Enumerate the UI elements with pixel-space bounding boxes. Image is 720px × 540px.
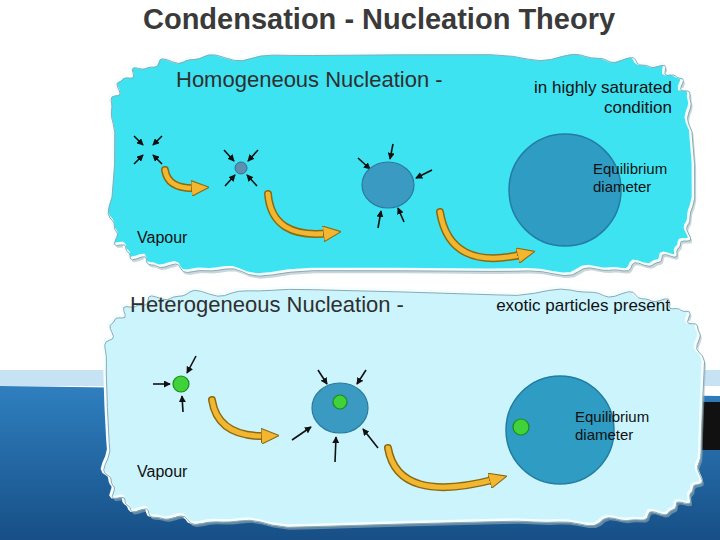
equilibrium-droplet: Equilibrium diameter bbox=[505, 375, 675, 485]
vapour-arrow bbox=[153, 383, 170, 385]
growth-arrow-outline bbox=[268, 194, 330, 234]
nucleation-panel: Heterogeneous Nucleation - exotic particl… bbox=[95, 280, 710, 532]
growth-arrow bbox=[212, 400, 268, 436]
foreign-particle bbox=[173, 376, 189, 392]
droplet bbox=[362, 162, 414, 208]
slide-title: Condensation - Nucleation Theory bbox=[143, 2, 615, 37]
growth-arrow bbox=[165, 170, 198, 188]
vapour-arrow bbox=[292, 427, 311, 440]
vapour-arrow bbox=[398, 208, 404, 222]
vapour-label: Vapour bbox=[137, 228, 187, 247]
cloud-fill bbox=[102, 288, 703, 526]
section-heading: Heterogeneous Nucleation - bbox=[130, 292, 404, 318]
light-band bbox=[0, 370, 720, 386]
equilibrium-droplet: Equilibrium diameter bbox=[507, 132, 677, 248]
cloud-rim bbox=[108, 54, 695, 276]
vapour-arrow bbox=[390, 144, 393, 159]
section-heading: Homogeneous Nucleation - bbox=[176, 67, 443, 93]
vapour-arrow bbox=[378, 211, 381, 228]
vapour-arrow bbox=[134, 155, 143, 164]
equilibrium-label: Equilibrium diameter bbox=[575, 408, 649, 444]
vapour-arrow bbox=[224, 150, 234, 161]
dark-block bbox=[698, 402, 720, 450]
vapour-arrow bbox=[182, 396, 183, 412]
vapour-arrow bbox=[318, 370, 327, 384]
vapour-arrow bbox=[357, 370, 366, 384]
section-subheading: in highly saturated condition bbox=[492, 78, 672, 119]
growth-arrow-outline bbox=[165, 170, 198, 188]
vapour-arrow bbox=[335, 437, 336, 462]
cloud-shadow bbox=[105, 292, 706, 530]
vapour-label: Vapour bbox=[137, 462, 187, 481]
vapour-arrow bbox=[153, 155, 162, 164]
vapour-arrow bbox=[358, 158, 370, 169]
growth-arrow bbox=[268, 194, 330, 234]
cloud-rim bbox=[104, 289, 705, 527]
equilibrium-label: Equilibrium diameter bbox=[593, 160, 667, 196]
droplet-outline bbox=[507, 132, 677, 248]
growth-arrow bbox=[388, 448, 496, 487]
growth-arrow-outline bbox=[388, 448, 496, 487]
vapour-arrow bbox=[248, 150, 258, 161]
vapour-arrow bbox=[187, 356, 196, 373]
cloud-fill bbox=[107, 53, 694, 275]
nucleation-panel: Homogeneous Nucleation - in highly satura… bbox=[100, 45, 700, 281]
foreign-particle bbox=[513, 419, 529, 435]
cloud-shadow bbox=[110, 57, 697, 279]
vapour-arrow bbox=[363, 429, 378, 448]
growth-arrow-outline bbox=[212, 400, 268, 436]
vapour-arrow bbox=[153, 136, 162, 145]
vapour-arrow bbox=[247, 175, 257, 186]
droplet bbox=[312, 383, 368, 433]
vapour-arrow bbox=[225, 175, 235, 186]
vapour-arrow bbox=[416, 170, 432, 178]
growth-arrow bbox=[440, 212, 524, 258]
vapour-arrow bbox=[134, 136, 143, 145]
section-subheading: exotic particles present bbox=[445, 296, 670, 316]
molecule-cluster bbox=[235, 162, 247, 174]
foreign-particle bbox=[333, 395, 347, 409]
growth-arrow-outline bbox=[440, 212, 524, 258]
cloud-outline bbox=[95, 280, 710, 532]
